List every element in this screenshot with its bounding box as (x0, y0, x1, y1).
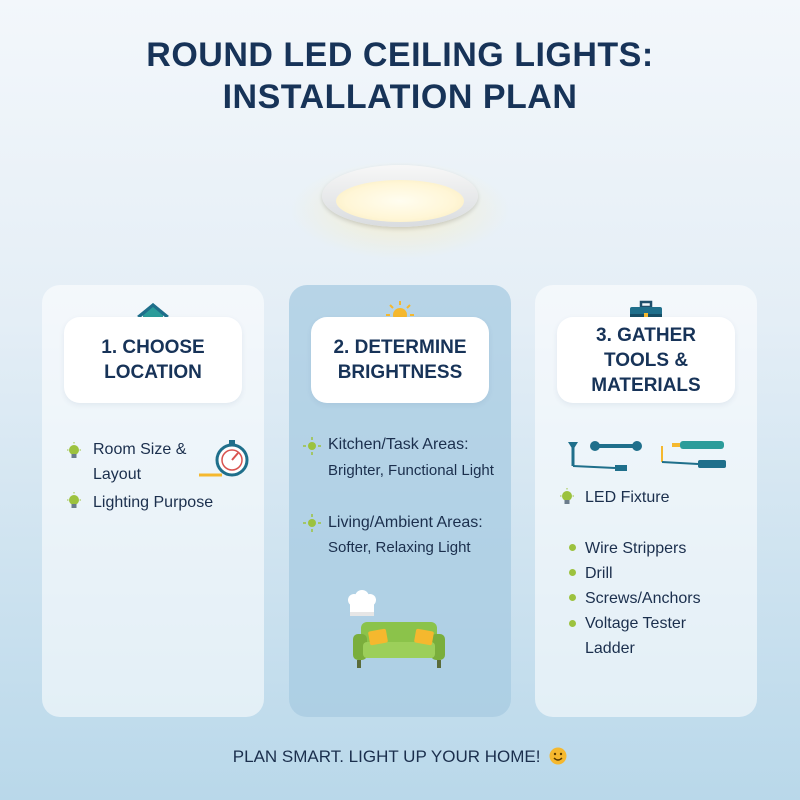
card-heading: 1. CHOOSE LOCATION (64, 317, 242, 403)
card-heading: 3. GATHER TOOLS & MATERIALS (557, 317, 735, 403)
title-line-2: INSTALLATION PLAN (222, 78, 578, 116)
bullet-dot (569, 594, 576, 601)
chef-hat-icon (348, 590, 376, 616)
list-item: Wire Strippers (585, 540, 687, 557)
brightness-label: Kitchen/Task Areas: (328, 436, 469, 453)
list-item: Lighting Purpose (93, 494, 214, 511)
card-gather-tools: 3. GATHER TOOLS & MATERIALS LED Fixture … (535, 285, 757, 717)
lightbulb-icon (67, 442, 81, 458)
featured-item: LED Fixture (585, 489, 670, 506)
list-item: Layout (93, 466, 142, 483)
bullet-dot (569, 569, 576, 576)
brightness-detail: Softer, Relaxing Light (328, 539, 471, 556)
card-heading: 2. DETERMINE BRIGHTNESS (311, 317, 489, 403)
sun-small-icon (303, 514, 321, 532)
tape-measure-icon (199, 440, 249, 477)
list-item: Ladder (585, 640, 635, 657)
list-item: Drill (585, 565, 613, 582)
page-title: ROUND LED CEILING LIGHTS: INSTALLATION P… (0, 34, 800, 118)
list-item: Room Size & (93, 441, 187, 458)
bullet-dot (569, 544, 576, 551)
voltage-tester-icon (661, 441, 726, 468)
lightbulb-icon (67, 492, 81, 508)
footer-tagline: PLAN SMART. LIGHT UP YOUR HOME! (0, 747, 800, 767)
lightbulb-icon (560, 488, 574, 504)
footer-text: PLAN SMART. LIGHT UP YOUR HOME! (232, 747, 541, 766)
list-item: Screws/Anchors (585, 590, 701, 607)
sun-small-icon (303, 437, 321, 455)
list-item: Voltage Tester (585, 615, 687, 632)
brightness-label: Living/Ambient Areas: (328, 514, 483, 531)
smiley-icon (549, 747, 567, 765)
sofa-icon (348, 590, 445, 668)
brightness-detail: Brighter, Functional Light (328, 462, 494, 479)
title-line-1: ROUND LED CEILING LIGHTS: (146, 36, 654, 74)
wire-strippers-icon (568, 441, 642, 471)
bullet-dot (569, 620, 576, 627)
card-determine-brightness: 2. DETERMINE BRIGHTNESS Kitchen/Task Are… (289, 285, 511, 717)
card-choose-location: 1. CHOOSE LOCATION Room Size & Layout Li… (42, 285, 264, 717)
ceiling-light-illustration (290, 150, 510, 260)
lamp-diffuser (336, 180, 464, 222)
